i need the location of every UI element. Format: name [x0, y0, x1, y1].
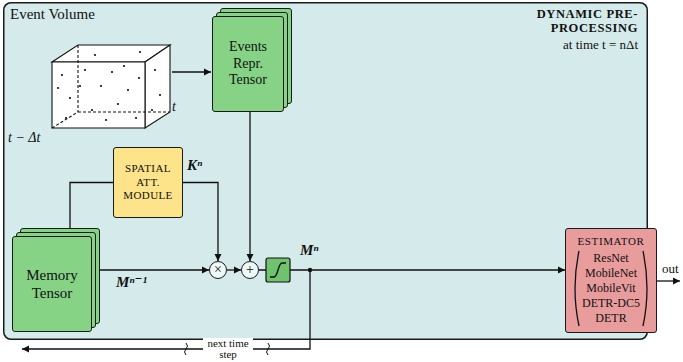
event-volume-cube — [52, 45, 170, 128]
event-dots — [139, 51, 141, 53]
event-dots — [135, 117, 137, 119]
event-dots — [117, 103, 119, 105]
model-list: ResNetMobileNetMobileVitDETR-DC5DETR — [570, 250, 652, 327]
operator-circle: + — [241, 261, 259, 279]
module-label: SPATIAL ATT. MODULE — [119, 162, 177, 203]
operator-circle: × — [209, 261, 227, 279]
preprocessing-panel: DYNAMIC PRE-PROCESSINGat time t = nΔtEve… — [3, 2, 648, 340]
estimator-title: ESTIMATOR — [578, 234, 645, 248]
event-dots — [138, 77, 140, 79]
annotation-label: t − Δt — [8, 130, 40, 145]
panel-subtitle: at time t = nΔt — [478, 36, 638, 54]
event-dots — [84, 69, 86, 71]
feedback-loop — [267, 343, 270, 355]
event-volume-cube — [52, 112, 78, 128]
right-parenthesis — [643, 251, 647, 326]
model-name: MobileNet — [582, 266, 640, 281]
event-dots — [79, 85, 81, 87]
annotation-label: Event Volume — [10, 6, 95, 23]
left-parenthesis — [575, 251, 579, 326]
tensor-box: Memory Tensor — [12, 228, 100, 332]
tensor-label: Events Repr. Tensor — [219, 39, 277, 89]
event-dots — [151, 109, 153, 111]
event-dots — [159, 94, 161, 96]
annotation-label: t — [172, 99, 176, 114]
event-dots — [61, 74, 63, 76]
signal-label: Mⁿ⁻¹ — [116, 275, 147, 290]
estimator-box: ESTIMATOR ResNetMobileNetMobileVitDETR-DC… — [565, 228, 657, 333]
tensor-box: Events Repr. Tensor — [212, 8, 292, 112]
event-dots — [65, 117, 67, 119]
connector — [100, 269, 209, 270]
event-dots — [69, 97, 71, 99]
event-dots — [100, 85, 102, 87]
connector — [259, 269, 565, 270]
event-dots — [57, 87, 59, 89]
event-dots — [94, 54, 96, 56]
event-volume-cube — [77, 45, 78, 112]
model-name: DETR-DC5 — [582, 296, 640, 311]
activation-box — [266, 258, 290, 282]
operator-symbol: × — [214, 263, 222, 277]
output-arrow — [657, 280, 680, 281]
event-volume-cube — [78, 111, 170, 112]
operator-symbol: + — [246, 263, 254, 277]
signal-label: Mⁿ — [300, 243, 319, 258]
event-volume-cube — [52, 62, 145, 128]
activation-box — [270, 263, 286, 277]
signal-label: Kⁿ — [187, 158, 202, 173]
model-name: ResNet — [582, 251, 640, 266]
tensor-front-sheet: Events Repr. Tensor — [212, 16, 284, 112]
activation-box — [266, 258, 290, 282]
model-name: MobileVit — [582, 281, 640, 296]
panel-heading: DYNAMIC PRE-PROCESSINGat time t = nΔt — [478, 7, 638, 53]
event-dots — [154, 69, 156, 71]
annotation-label: next time step — [203, 338, 253, 360]
connector — [249, 112, 250, 261]
event-dots — [127, 89, 129, 91]
tensor-front-sheet: Memory Tensor — [12, 236, 92, 332]
event-volume-cube — [145, 45, 170, 128]
event-dots — [123, 65, 125, 67]
event-dots — [105, 119, 107, 121]
connector — [70, 183, 113, 229]
panel-title: DYNAMIC PRE-PROCESSING — [478, 7, 638, 36]
module-box: SPATIAL ATT. MODULE — [113, 147, 183, 218]
event-dots — [57, 51, 161, 121]
annotation-label: out — [662, 262, 679, 276]
tensor-label: Memory Tensor — [19, 266, 85, 302]
volume-arrow — [172, 71, 211, 72]
connector — [227, 269, 241, 270]
event-dots — [111, 71, 113, 73]
connector — [183, 183, 218, 262]
feedback-loop — [185, 343, 188, 355]
event-dots — [91, 109, 93, 111]
model-name: DETR — [582, 311, 640, 326]
